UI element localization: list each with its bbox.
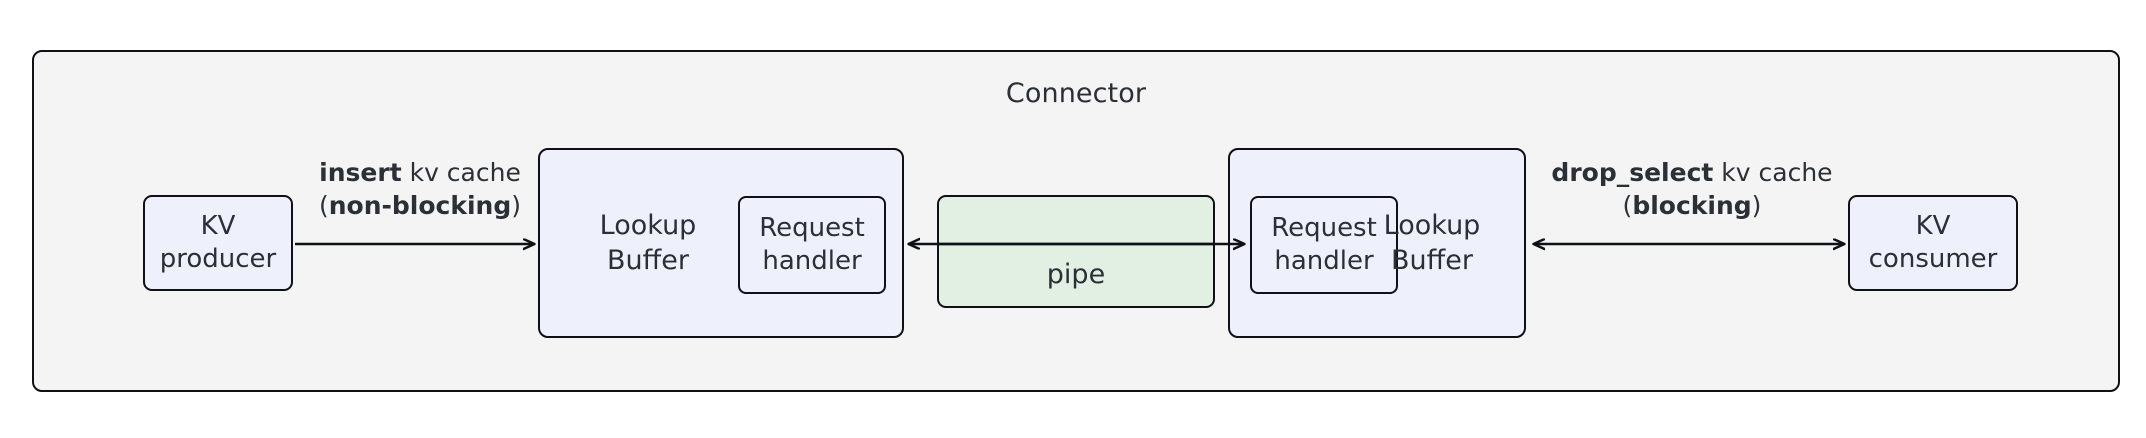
arrow-label-insert-op: insert <box>319 158 402 187</box>
arrow-label-drop-select-line2: (blocking) <box>1536 189 1848 222</box>
node-lookup-buffer-left-label: Lookup Buffer <box>568 208 728 278</box>
node-request-handler-right-line2: handler <box>1274 246 1374 276</box>
node-request-handler-left-line2: handler <box>762 246 862 276</box>
node-lookup-buffer-left-line2: Buffer <box>607 245 689 276</box>
node-lookup-buffer-right-line1: Lookup <box>1383 209 1481 241</box>
node-pipe[interactable]: pipe <box>937 195 1215 308</box>
arrow-label-drop-select-line1: drop_select kv cache <box>1536 156 1848 189</box>
arrow-label-drop-select-op: drop_select <box>1551 158 1714 187</box>
connector-title: Connector <box>1005 78 1147 109</box>
node-lookup-buffer-right-label: Lookup Buffer <box>1358 208 1506 278</box>
node-request-handler-right-line1: Request <box>1271 212 1377 243</box>
arrow-label-insert-open: ( <box>318 191 329 220</box>
arrow-label-drop-select-rest: kv cache <box>1713 158 1833 187</box>
node-kv-producer-label: KV producer <box>160 210 277 277</box>
node-request-handler-left-line1: Request <box>759 212 865 243</box>
node-lookup-buffer-left-line1: Lookup <box>599 209 697 241</box>
node-kv-producer-line1: KV <box>200 210 236 241</box>
arrow-label-insert-mode: non-blocking <box>328 191 512 220</box>
node-kv-consumer-line2: consumer <box>1868 244 1998 274</box>
node-lookup-buffer-left[interactable]: Lookup Buffer Request handler <box>538 148 904 338</box>
arrow-label-drop-select-close: ) <box>1751 191 1762 220</box>
node-kv-consumer[interactable]: KV consumer <box>1848 195 2018 291</box>
node-request-handler-left[interactable]: Request handler <box>738 196 886 294</box>
node-lookup-buffer-right-line2: Buffer <box>1391 245 1473 276</box>
node-request-handler-left-label: Request handler <box>759 212 865 279</box>
arrow-label-drop-select-mode: blocking <box>1632 191 1752 220</box>
arrow-label-insert: insert kv cache (non-blocking) <box>300 156 540 222</box>
arrow-label-insert-close: ) <box>511 191 522 220</box>
node-kv-producer-line2: producer <box>159 244 277 274</box>
node-kv-consumer-line1: KV <box>1915 210 1951 241</box>
arrow-label-insert-line2: (non-blocking) <box>300 189 540 222</box>
arrow-label-insert-rest: kv cache <box>401 158 521 187</box>
arrow-label-drop-select-open: ( <box>1622 191 1633 220</box>
arrow-label-drop-select: drop_select kv cache (blocking) <box>1536 156 1848 222</box>
node-pipe-label: pipe <box>1046 259 1106 290</box>
node-lookup-buffer-right[interactable]: Request handler Lookup Buffer <box>1228 148 1526 338</box>
node-request-handler-right-label: Request handler <box>1271 212 1377 279</box>
node-kv-consumer-label: KV consumer <box>1869 210 1998 277</box>
node-kv-producer[interactable]: KV producer <box>143 195 293 291</box>
node-request-handler-right[interactable]: Request handler <box>1250 196 1398 294</box>
arrow-label-insert-line1: insert kv cache <box>300 156 540 189</box>
